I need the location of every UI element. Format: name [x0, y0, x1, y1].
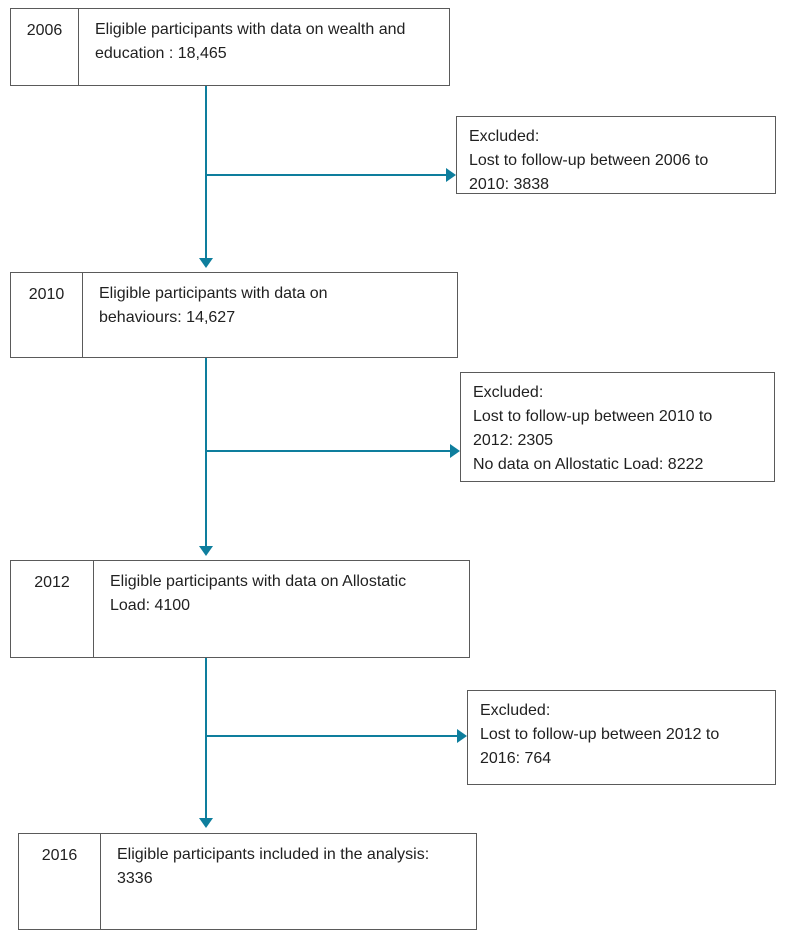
year-label-2012: 2012 — [11, 561, 94, 657]
arrowhead-down-icon — [199, 818, 213, 828]
step-box-2010: 2010 Eligible participants with data on … — [10, 272, 458, 358]
arrowhead-down-icon — [199, 258, 213, 268]
exclusion-line: No data on Allostatic Load: 8222 — [473, 456, 704, 473]
step-description-2016: Eligible participants included in the an… — [117, 846, 430, 887]
exclusion-box-1: Excluded: Lost to follow-up between 2006… — [456, 116, 776, 194]
branch-line-exclusion-2 — [205, 450, 450, 452]
step-description-2010: Eligible participants with data on behav… — [99, 285, 328, 326]
exclusion-line: Lost to follow-up between 2012 to 2016: … — [480, 726, 720, 767]
step-description-2012: Eligible participants with data on Allos… — [110, 573, 407, 614]
branch-line-exclusion-3 — [205, 735, 457, 737]
step-box-2016: 2016 Eligible participants included in t… — [18, 833, 477, 930]
connector-line-2010-2012 — [205, 358, 207, 546]
branch-line-exclusion-1 — [205, 174, 446, 176]
step-description-2006: Eligible participants with data on wealt… — [95, 21, 406, 62]
exclusion-line: Lost to follow-up between 2006 to 2010: … — [469, 152, 709, 193]
step-box-2012: 2012 Eligible participants with data on … — [10, 560, 470, 658]
year-label-2016: 2016 — [19, 834, 101, 929]
arrowhead-right-icon — [450, 444, 460, 458]
connector-line-2012-2016 — [205, 658, 207, 818]
exclusion-box-3: Excluded: Lost to follow-up between 2012… — [467, 690, 776, 785]
step-box-2006: 2006 Eligible participants with data on … — [10, 8, 450, 86]
arrowhead-right-icon — [457, 729, 467, 743]
year-label-2006: 2006 — [11, 9, 79, 85]
exclusion-title: Excluded: — [469, 128, 540, 145]
year-label-2010: 2010 — [11, 273, 83, 357]
arrowhead-down-icon — [199, 546, 213, 556]
arrowhead-right-icon — [446, 168, 456, 182]
connector-line-2006-2010 — [205, 86, 207, 258]
exclusion-title: Excluded: — [480, 702, 551, 719]
exclusion-line: Lost to follow-up between 2010 to 2012: … — [473, 408, 713, 449]
exclusion-box-2: Excluded: Lost to follow-up between 2010… — [460, 372, 775, 482]
exclusion-title: Excluded: — [473, 384, 544, 401]
